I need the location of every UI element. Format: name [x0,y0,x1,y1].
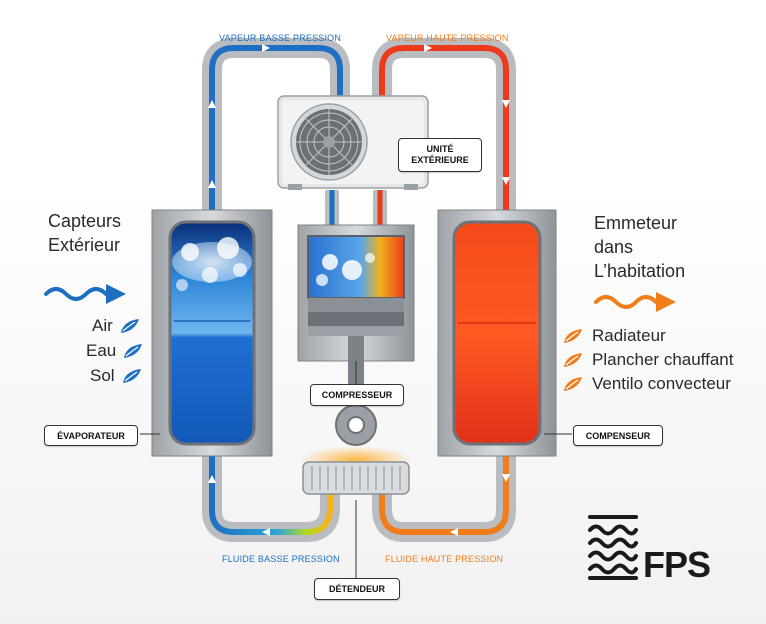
right-title-line2: dans [594,237,634,257]
flow-arrows [208,44,510,536]
compenseur-tank [437,209,557,457]
label-vapeur-haute: VAPEUR HAUTE PRESSION [386,33,509,43]
right-item-radiateur: Radiateur [562,326,666,346]
right-item-plancher: Plancher chauffant [562,350,733,370]
wave-arrow-icon [594,292,676,312]
brand-name: FPS [643,544,711,585]
tag-compenseur: COMPENSEUR [573,425,663,446]
tag-detendeur: DÉTENDEUR [314,578,400,600]
tag-unite-exterieure: UNITÉ EXTÉRIEURE [398,138,482,172]
left-item-air: Air [92,316,141,336]
pipe-vapeur-basse [202,38,350,225]
outdoor-unit [277,95,429,190]
tag-evaporateur: ÉVAPORATEUR [44,425,138,446]
leaf-icon [120,319,139,333]
leaf-icon [122,369,141,383]
leaf-icon [124,344,143,358]
pipe-fluide-haute [372,445,516,542]
left-item-sol: Sol [90,366,143,386]
left-item-label: Sol [90,366,115,385]
label-fluide-haute: FLUIDE HAUTE PRESSION [385,554,504,564]
right-title-line1: Emmeteur [594,213,678,233]
label-vapeur-basse: VAPEUR BASSE PRESSION [219,33,342,43]
right-item-label: Ventilo convecteur [592,374,731,393]
detendeur-valve [300,446,412,495]
left-title-line2: Extérieur [48,235,121,255]
pipe-vapeur-haute [372,38,516,225]
label-fluide-basse: FLUIDE BASSE PRESSION [222,554,340,564]
left-title-line1: Capteurs [48,211,122,231]
right-item-label: Radiateur [592,326,666,345]
tag-unite-line2: EXTÉRIEURE [411,155,469,165]
compressor-unit [297,224,415,446]
right-item-label: Plancher chauffant [592,350,734,369]
leaf-icon [564,353,582,367]
pipe-compressor-link [325,190,387,225]
tag-compresseur: COMPRESSEUR [310,384,404,406]
tag-unite-line1: UNITÉ [426,144,454,154]
fps-logo-icon [588,515,638,580]
wave-arrow-icon [44,284,126,304]
left-item-label: Eau [86,341,117,360]
right-title-line3: L’habitation [594,261,686,281]
leaf-icon [564,377,582,391]
left-item-label: Air [92,316,113,335]
left-item-eau: Eau [86,341,144,361]
evaporator-tank [151,209,273,457]
leaf-icon [564,329,582,343]
right-item-ventilo: Ventilo convecteur [562,374,731,394]
